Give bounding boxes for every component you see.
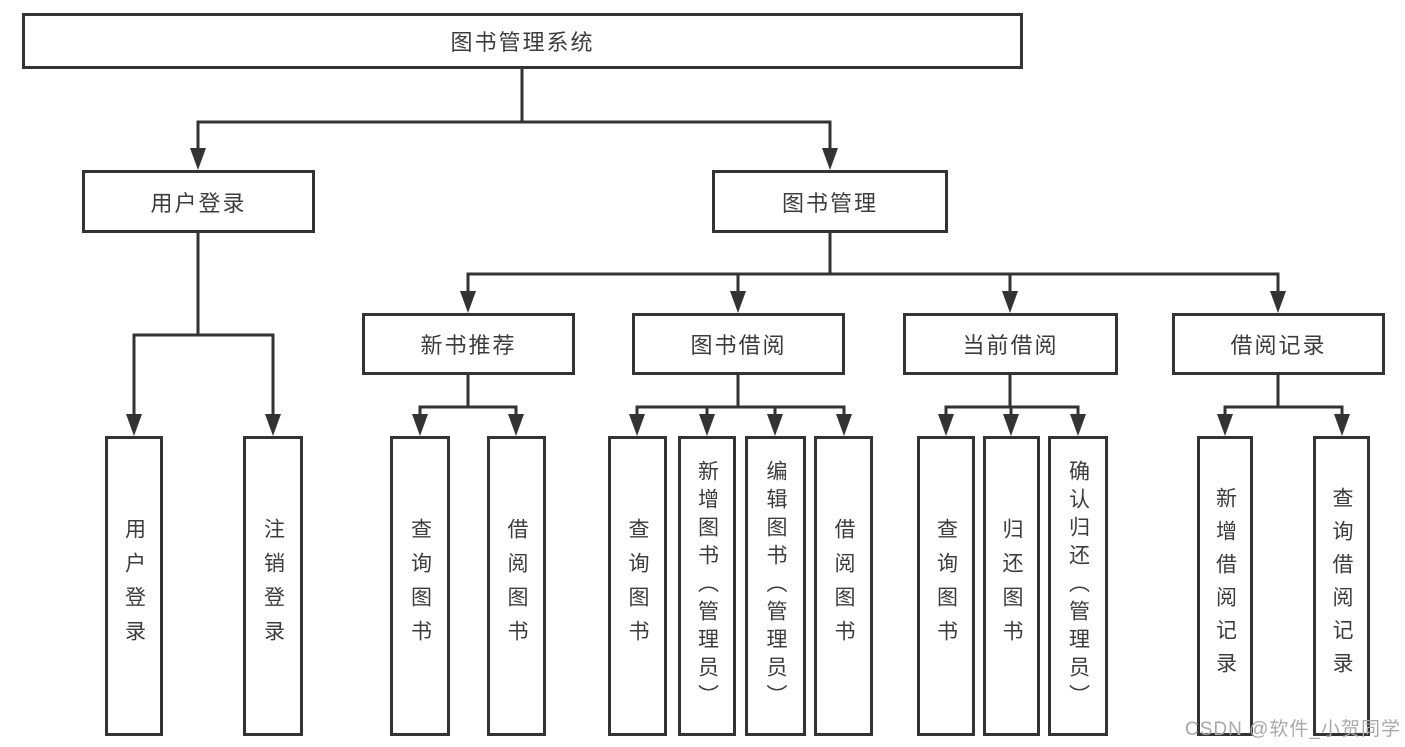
connector-borrow-record-to-leaves xyxy=(1217,373,1350,436)
node-label: 用户登录 xyxy=(122,518,146,654)
node-label: 图书借阅 xyxy=(690,333,787,358)
leaf-query-books-current: 查询图书 xyxy=(917,436,975,736)
arrowhead-icon xyxy=(412,414,428,436)
arrowhead-icon xyxy=(1270,291,1286,313)
node-label: 借阅记录 xyxy=(1230,333,1327,358)
connector-new-book-to-leaves xyxy=(412,373,524,436)
arrowhead-icon xyxy=(1002,291,1018,313)
node-root-system: 图书管理系统 xyxy=(22,13,1023,69)
arrowhead-icon xyxy=(508,414,524,436)
arrowhead-icon xyxy=(629,414,645,436)
node-label: 新增借阅记录 xyxy=(1213,487,1237,685)
node-user-login: 用户登录 xyxy=(82,170,315,233)
arrowhead-icon xyxy=(822,148,838,170)
arrowhead-icon xyxy=(460,291,476,313)
leaf-borrow-books: 借阅图书 xyxy=(814,436,873,736)
arrowhead-icon xyxy=(767,414,783,436)
leaf-add-books-admin: 新增图书（管理员） xyxy=(678,436,736,736)
leaf-query-books-recommend: 查询图书 xyxy=(390,436,450,736)
leaf-borrow-books-recommend: 借阅图书 xyxy=(487,436,546,736)
leaf-logout: 注销登录 xyxy=(243,436,303,736)
arrowhead-icon xyxy=(699,414,715,436)
arrowhead-icon xyxy=(1003,414,1019,436)
node-label: 查询借阅记录 xyxy=(1330,487,1353,685)
leaf-query-books-borrow: 查询图书 xyxy=(608,436,667,736)
arrowhead-icon xyxy=(938,414,954,436)
connector-root-to-level2 xyxy=(190,67,838,170)
connector-user-login-to-leaves xyxy=(126,231,281,436)
node-label: 新书推荐 xyxy=(420,333,517,358)
node-label: 图书管理系统 xyxy=(450,30,595,55)
node-label: 归还图书 xyxy=(1000,518,1023,654)
node-new-book-recommend: 新书推荐 xyxy=(362,313,575,375)
node-label: 新增图书（管理员） xyxy=(695,460,719,712)
connector-book-borrow-to-leaves xyxy=(629,373,852,436)
arrowhead-icon xyxy=(190,148,206,170)
node-label: 用户登录 xyxy=(150,190,247,216)
leaf-edit-books-admin: 编辑图书（管理员） xyxy=(745,436,806,736)
node-current-borrow: 当前借阅 xyxy=(903,313,1118,375)
node-label: 借阅图书 xyxy=(505,518,528,654)
arrowhead-icon xyxy=(730,291,746,313)
leaf-add-borrow-record: 新增借阅记录 xyxy=(1197,436,1253,736)
node-label: 查询图书 xyxy=(626,518,649,654)
arrowhead-icon xyxy=(126,414,142,436)
arrowhead-icon xyxy=(1070,414,1086,436)
csdn-watermark: CSDN @软件_小贺同学 xyxy=(1185,719,1401,740)
node-label: 查询图书 xyxy=(934,518,958,654)
node-label: 编辑图书（管理员） xyxy=(764,460,787,712)
node-label: 当前借阅 xyxy=(962,333,1059,358)
node-label: 借阅图书 xyxy=(832,518,855,654)
node-label: 图书管理 xyxy=(781,190,878,216)
node-label: 注销登录 xyxy=(261,518,285,654)
leaf-return-books: 归还图书 xyxy=(983,436,1040,736)
node-borrow-record: 借阅记录 xyxy=(1172,313,1385,375)
leaf-query-borrow-record: 查询借阅记录 xyxy=(1313,436,1370,736)
node-book-borrow: 图书借阅 xyxy=(632,313,845,375)
leaf-confirm-return-admin: 确认归还（管理员） xyxy=(1048,436,1108,736)
node-label: 确认归还（管理员） xyxy=(1066,460,1090,712)
leaf-user-login: 用户登录 xyxy=(105,436,163,736)
node-book-management: 图书管理 xyxy=(712,170,948,233)
connector-book-management-to-level3 xyxy=(460,231,1286,313)
arrowhead-icon xyxy=(265,414,281,436)
arrowhead-icon xyxy=(1334,414,1350,436)
node-label: 查询图书 xyxy=(408,518,432,654)
arrowhead-icon xyxy=(1217,414,1233,436)
connector-current-borrow-to-leaves xyxy=(938,373,1086,436)
arrowhead-icon xyxy=(836,414,852,436)
